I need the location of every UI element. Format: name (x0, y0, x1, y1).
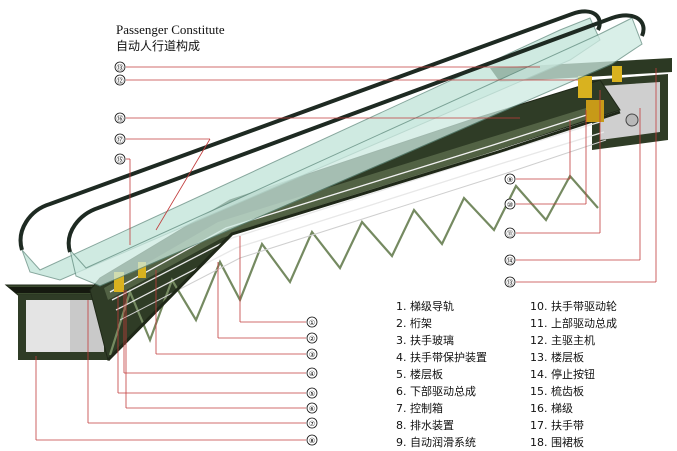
drive-units (114, 66, 639, 292)
callout-label: ⑩ (507, 201, 513, 209)
callout-label: ⑧ (309, 437, 315, 445)
parts-legend-right: 10. 扶手带驱动轮 11. 上部驱动总成 12. 主驱主机 13. 楼层板 1… (530, 298, 617, 451)
callout-label: ⑰ (117, 136, 124, 144)
legend-item: 7. 控制箱 (396, 402, 443, 415)
callouts-left: ⑬ ⑫ ⑯ ⑰ ⑮ (114, 61, 126, 165)
legend-item: 12. 主驱主机 (530, 334, 595, 347)
handrails (18, 9, 646, 253)
callout-label: ⑨ (507, 176, 513, 184)
legend-item: 14. 停止按钮 (530, 368, 595, 381)
callout-label: ⑯ (117, 115, 124, 123)
callout-label: ⑬ (117, 64, 124, 72)
legend-item: 13. 楼层板 (530, 351, 584, 364)
callouts-right: ⑨ ⑩ ⑪ ⑭ ⑬ (504, 173, 516, 288)
parts-legend-left: 1. 梯级导轨 2. 桁架 3. 扶手玻璃 4. 扶手带保护装置 5. 楼层板 … (396, 298, 487, 451)
legend-item: 17. 扶手带 (530, 419, 584, 432)
balustrade-glass (21, 17, 643, 287)
callout-label: ② (309, 335, 315, 343)
callout-label: ⑪ (507, 230, 514, 238)
title-chinese: 自动人行道构成 (116, 39, 201, 53)
callouts-bottom: ① ② ③ ④ ⑤ ⑥ ⑦ ⑧ (306, 316, 318, 446)
leader-lines (35, 66, 657, 441)
legend-item: 18. 围裙板 (530, 436, 584, 449)
callout-label: ③ (309, 351, 315, 359)
callout-label: ⑤ (309, 390, 315, 398)
title-english: Passenger Constitute (116, 22, 225, 37)
legend-item: 15. 梳齿板 (530, 385, 584, 398)
legend-item: 16. 梯级 (530, 402, 573, 415)
callout-label: ⑭ (507, 257, 514, 265)
callout-label: ⑬ (507, 279, 514, 287)
legend-item: 9. 自动润滑系统 (396, 436, 476, 449)
legend-item: 3. 扶手玻璃 (396, 334, 454, 347)
callout-label: ⑫ (117, 77, 124, 85)
callout-label: ⑦ (309, 420, 315, 428)
callout-label: ④ (309, 370, 315, 378)
legend-item: 10. 扶手带驱动轮 (530, 300, 617, 313)
legend-item: 11. 上部驱动总成 (530, 317, 617, 330)
legend-item: 6. 下部驱动总成 (396, 385, 476, 398)
legend-item: 5. 楼层板 (396, 368, 443, 381)
callout-label: ① (309, 319, 315, 327)
legend-item: 8. 排水装置 (396, 419, 454, 432)
legend-item: 2. 桁架 (396, 317, 432, 330)
legend-item: 4. 扶手带保护装置 (396, 351, 487, 364)
callout-label: ⑥ (309, 405, 315, 413)
legend-item: 1. 梯级导轨 (396, 300, 454, 313)
callout-label: ⑮ (117, 156, 124, 164)
